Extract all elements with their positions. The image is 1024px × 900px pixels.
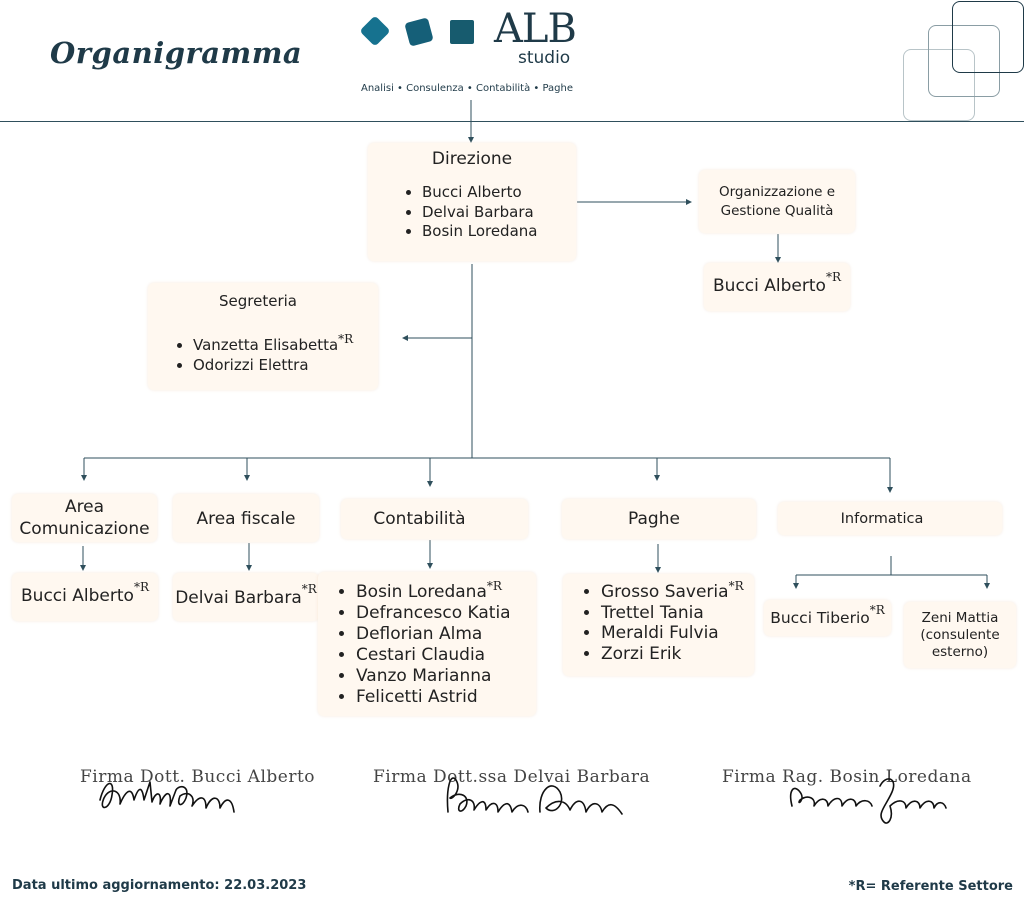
list-item: Grosso Saveria*R bbox=[601, 579, 744, 603]
referente-marker: *R bbox=[728, 579, 744, 593]
area-fiscale-member: Delvai Barbara*R bbox=[175, 582, 317, 608]
direzione-members: Bucci Alberto Delvai Barbara Bosin Lored… bbox=[402, 183, 537, 242]
box-informatica-member-2: Zeni Mattia (consulente esterno) bbox=[904, 602, 1016, 668]
box-informatica: Informatica bbox=[778, 502, 1002, 535]
box-direzione: Direzione Bucci Alberto Delvai Barbara B… bbox=[368, 143, 576, 261]
box-contabilita-members: Bosin Loredana*R Defrancesco Katia Deflo… bbox=[318, 572, 536, 716]
box-organizzazione-referente: Bucci Alberto*R bbox=[704, 263, 850, 311]
box-area-comunicazione: Area Comunicazione bbox=[12, 494, 157, 542]
box-paghe: Paghe bbox=[562, 499, 756, 539]
list-item: Bosin Loredana*R bbox=[356, 579, 511, 603]
referente-marker: *R bbox=[133, 580, 149, 594]
logo-tagline: Analisi • Consulenza • Contabilità • Pag… bbox=[361, 83, 574, 94]
box-organizzazione: Organizzazione e Gestione Qualità bbox=[699, 170, 855, 233]
list-item: Deflorian Alma bbox=[356, 624, 511, 645]
logo-subname: studio bbox=[518, 48, 571, 68]
box-paghe-members: Grosso Saveria*R Trettel Tania Meraldi F… bbox=[563, 574, 754, 676]
box-area-fiscale-member: Delvai Barbara*R bbox=[173, 573, 319, 621]
list-item: Delvai Barbara bbox=[422, 203, 537, 223]
referente-marker: *R bbox=[301, 582, 317, 596]
signature-bosin-icon bbox=[789, 778, 947, 824]
last-update-date: Data ultimo aggiornamento: 22.03.2023 bbox=[12, 878, 307, 893]
company-logo bbox=[355, 0, 585, 100]
contabilita-title: Contabilità bbox=[373, 509, 466, 529]
list-item: Zorzi Erik bbox=[601, 644, 744, 665]
list-item: Vanzo Marianna bbox=[356, 666, 511, 687]
box-contabilita: Contabilità bbox=[341, 499, 528, 539]
list-item: Meraldi Fulvia bbox=[601, 623, 744, 644]
area-comunicazione-title: Area Comunicazione bbox=[19, 497, 150, 539]
organizzazione-referente: Bucci Alberto*R bbox=[713, 270, 841, 296]
box-area-fiscale: Area fiscale bbox=[173, 494, 319, 542]
logo-name: ALB bbox=[494, 6, 577, 52]
contabilita-members: Bosin Loredana*R Defrancesco Katia Deflo… bbox=[336, 579, 511, 708]
organizzazione-title: Organizzazione e Gestione Qualità bbox=[718, 184, 836, 219]
referente-marker: *R bbox=[869, 603, 885, 617]
informatica-title: Informatica bbox=[840, 511, 924, 527]
header-divider bbox=[0, 121, 1024, 122]
decorative-square-icon bbox=[928, 25, 1000, 97]
list-item: Cestari Claudia bbox=[356, 645, 511, 666]
signature-bucci-icon bbox=[99, 781, 235, 813]
area-fiscale-title: Area fiscale bbox=[196, 509, 296, 529]
informatica-member-2: Zeni Mattia (consulente esterno) bbox=[920, 610, 1000, 660]
list-item: Vanzetta Elisabetta*R bbox=[193, 332, 354, 355]
paghe-members: Grosso Saveria*R Trettel Tania Meraldi F… bbox=[581, 579, 744, 665]
page-title: Organigramma bbox=[50, 36, 303, 70]
list-item: Trettel Tania bbox=[601, 603, 744, 624]
box-area-comunicazione-member: Bucci Alberto*R bbox=[12, 573, 158, 621]
direzione-title: Direzione bbox=[431, 149, 513, 169]
segreteria-title: Segreteria bbox=[219, 292, 297, 310]
logo-square-icon bbox=[450, 20, 474, 44]
box-informatica-member-1: Bucci Tiberio*R bbox=[764, 600, 891, 636]
referente-marker: *R bbox=[486, 579, 502, 593]
list-item: Felicetti Astrid bbox=[356, 687, 511, 708]
list-item: Defrancesco Katia bbox=[356, 603, 511, 624]
area-comunicazione-member: Bucci Alberto*R bbox=[21, 580, 149, 606]
paghe-title: Paghe bbox=[628, 509, 680, 529]
informatica-member-1: Bucci Tiberio*R bbox=[770, 603, 885, 627]
referente-marker: *R bbox=[338, 332, 354, 346]
list-item: Odorizzi Elettra bbox=[193, 355, 353, 375]
box-segreteria: Segreteria Vanzetta Elisabetta*R Odorizz… bbox=[148, 283, 378, 390]
referente-legend: *R= Referente Settore bbox=[848, 879, 1013, 894]
signature-label-bosin: Firma Rag. Bosin Loredana bbox=[722, 767, 972, 787]
referente-marker: *R bbox=[825, 270, 841, 284]
list-item: Bucci Alberto bbox=[422, 183, 537, 203]
signature-label-bucci: Firma Dott. Bucci Alberto bbox=[80, 767, 316, 787]
decorative-square-icon bbox=[903, 49, 975, 121]
signature-delvai-icon bbox=[446, 777, 623, 815]
list-item: Bosin Loredana bbox=[422, 222, 537, 242]
segreteria-members: Vanzetta Elisabetta*R Odorizzi Elettra bbox=[173, 332, 354, 375]
signature-label-delvai: Firma Dott.ssa Delvai Barbara bbox=[373, 767, 651, 787]
